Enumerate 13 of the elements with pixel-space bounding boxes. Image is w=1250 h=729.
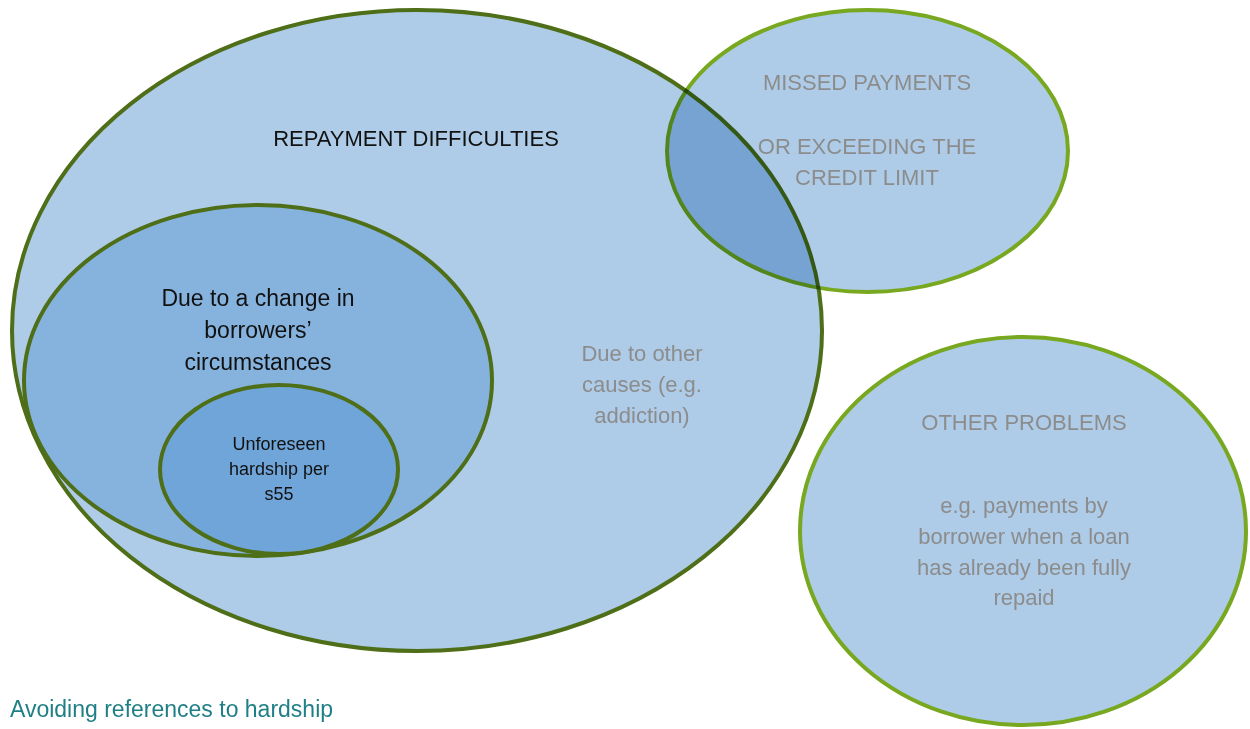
region-title: MISSED PAYMENTS xyxy=(761,68,973,97)
ellipse-region xyxy=(798,335,1248,727)
region-text: OR EXCEEDING THE CREDIT LIMIT xyxy=(756,133,978,192)
region-title: REPAYMENT DIFFICULTIES xyxy=(272,124,560,153)
section-heading: Avoiding references to hardship xyxy=(10,696,334,723)
region-title: Due to a change in borrowers’ circumstances xyxy=(160,283,356,378)
ellipse-region xyxy=(158,383,400,556)
ellipse-region xyxy=(665,8,1070,294)
region-title: Unforeseen hardship per s55 xyxy=(227,433,331,507)
region-text: Due to other causes (e.g. addiction) xyxy=(580,339,704,430)
ellipse-region xyxy=(22,203,494,558)
region-title: OTHER PROBLEMS xyxy=(920,408,1128,437)
region-text: e.g. payments by borrower when a loan has already been fully repaid xyxy=(916,492,1132,613)
